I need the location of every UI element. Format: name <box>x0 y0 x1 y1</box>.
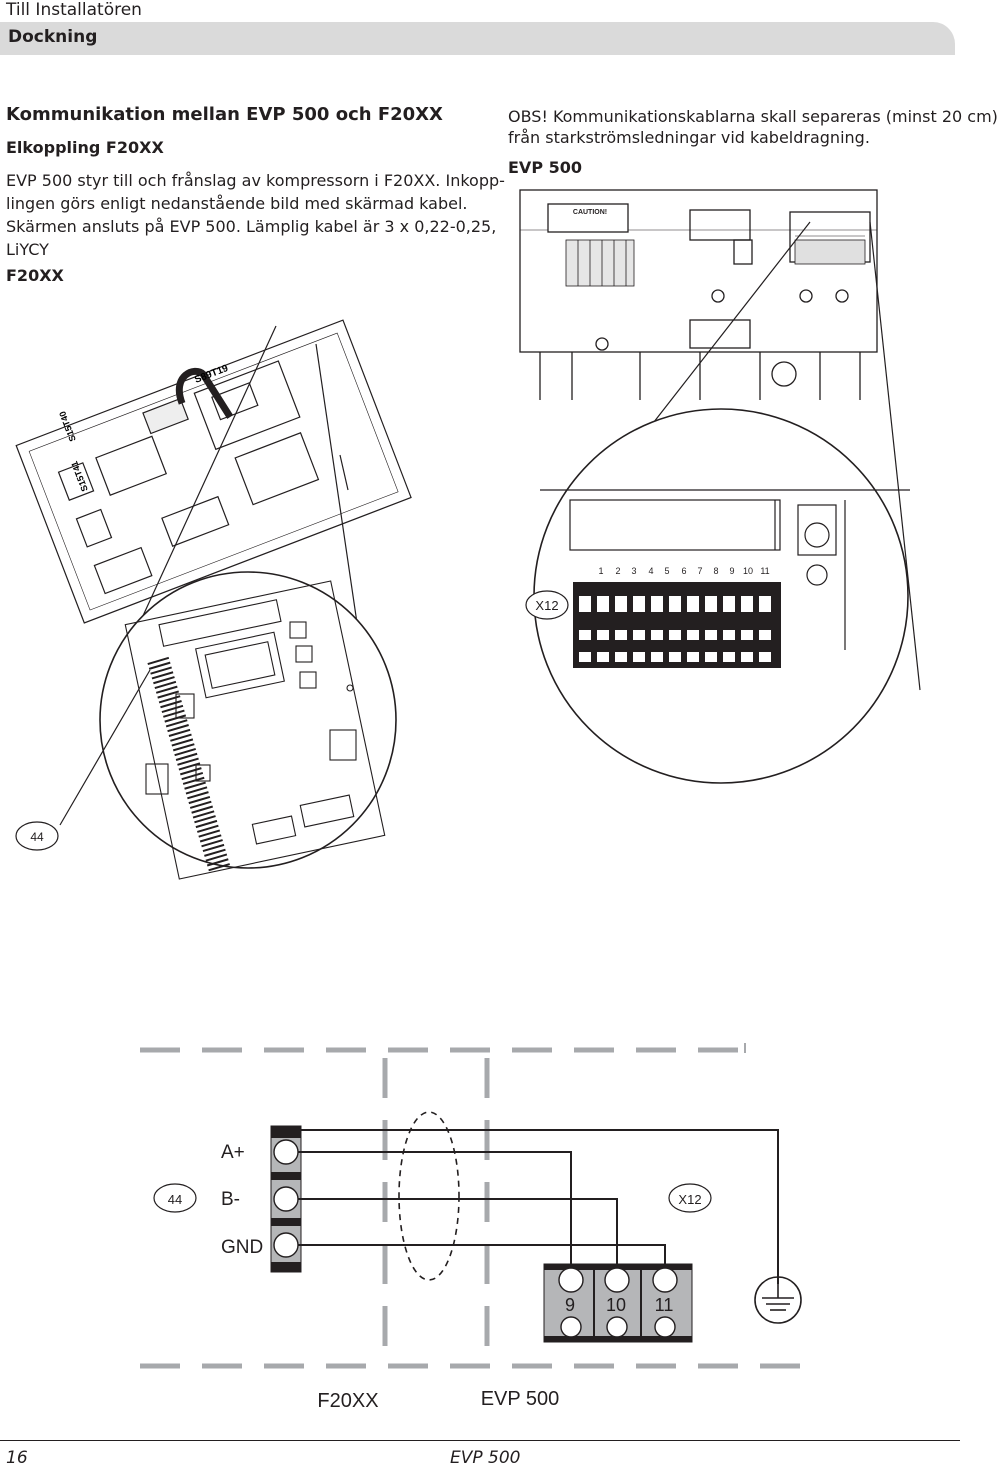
installation-illustration: CAUTION! S89T19 S15T40 S15T41 <box>15 189 921 880</box>
signal-b-minus: B- <box>221 1189 240 1210</box>
cable-wires <box>298 1129 779 1284</box>
terminal-number: 4 <box>648 566 653 576</box>
x12-terminal-9: 9 <box>565 1295 575 1315</box>
obs-note: OBS! Kommunikationskablarna skall separe… <box>508 106 998 148</box>
page-title: Kommunikation mellan EVP 500 och F20XX <box>6 104 443 125</box>
section-tab-bar: Dockning <box>0 22 955 55</box>
terminal-number: 3 <box>631 566 636 576</box>
x12-callout: X12 <box>535 598 558 613</box>
obs-line: OBS! Kommunikationskablarna skall separe… <box>508 107 998 126</box>
paragraph-line: Skärmen ansluts på EVP 500. Lämplig kabe… <box>6 217 497 236</box>
terminal-number: 2 <box>615 566 620 576</box>
connector-44-label: 44 <box>168 1192 182 1207</box>
callout-44-bubble <box>15 821 59 851</box>
terminal-number: 9 <box>729 566 734 576</box>
terminal-number: 5 <box>664 566 669 576</box>
ground-icon <box>754 1276 802 1324</box>
terminal-number: 7 <box>697 566 702 576</box>
signal-a-plus: A+ <box>221 1142 245 1163</box>
paragraph-line: LiYCY <box>6 240 49 259</box>
connector-44-bubble <box>153 1183 197 1213</box>
terminal-44 <box>270 1125 302 1273</box>
page-number: 16 <box>6 1448 28 1468</box>
callout-44: 44 <box>30 830 44 844</box>
wiring-schematic: A+ B- GND 44 X12 9 10 11 <box>140 1043 820 1412</box>
sub-heading: Elkoppling F20XX <box>6 138 164 157</box>
unit-label-evp500: EVP 500 <box>481 1388 560 1410</box>
footer-product-name: EVP 500 <box>450 1448 521 1468</box>
connector-x12-label: X12 <box>678 1192 701 1207</box>
terminal-number: 11 <box>760 566 769 576</box>
x12-terminal-11: 11 <box>655 1295 674 1315</box>
evp-heading: EVP 500 <box>508 158 583 177</box>
section-label: Till Installatören <box>6 0 142 20</box>
evp500-cabinet <box>519 189 878 400</box>
terminal-number: 1 <box>598 566 603 576</box>
f20xx-magnifier <box>99 571 397 880</box>
enclosure-dashes <box>140 1043 820 1369</box>
terminal-number: 10 <box>743 566 753 576</box>
paragraph-line: EVP 500 styr till och frånslag av kompre… <box>6 171 505 190</box>
obs-line: från starkströmsledningar vid kabeldragn… <box>508 128 870 147</box>
cable-shield-marker <box>398 1111 460 1281</box>
terminal-number: 8 <box>713 566 718 576</box>
x12-terminal-block <box>543 1263 693 1343</box>
board-label-s15t40: S15T40 <box>57 410 78 443</box>
section-tab-title: Dockning <box>8 27 98 47</box>
paragraph-line: lingen görs enligt nedanstående bild med… <box>6 194 468 213</box>
unit-label-f20xx: F20XX <box>317 1390 378 1412</box>
x12-terminal-10: 10 <box>606 1295 626 1315</box>
caution-label: CAUTION! <box>573 209 607 216</box>
connector-x12-bubble <box>668 1183 712 1213</box>
footer-divider <box>0 1440 960 1441</box>
board-label-s15t41: S15T41 <box>69 460 90 493</box>
intro-paragraph: EVP 500 styr till och frånslag av kompre… <box>6 169 505 261</box>
signal-gnd: GND <box>221 1237 263 1258</box>
evp500-terminal-block <box>565 239 866 287</box>
x12-magnifier: 1 2 3 4 5 6 7 8 9 10 11 X12 <box>525 408 910 784</box>
f20xx-heading: F20XX <box>6 266 64 285</box>
f20xx-board <box>15 319 412 624</box>
terminal-number: 6 <box>681 566 686 576</box>
